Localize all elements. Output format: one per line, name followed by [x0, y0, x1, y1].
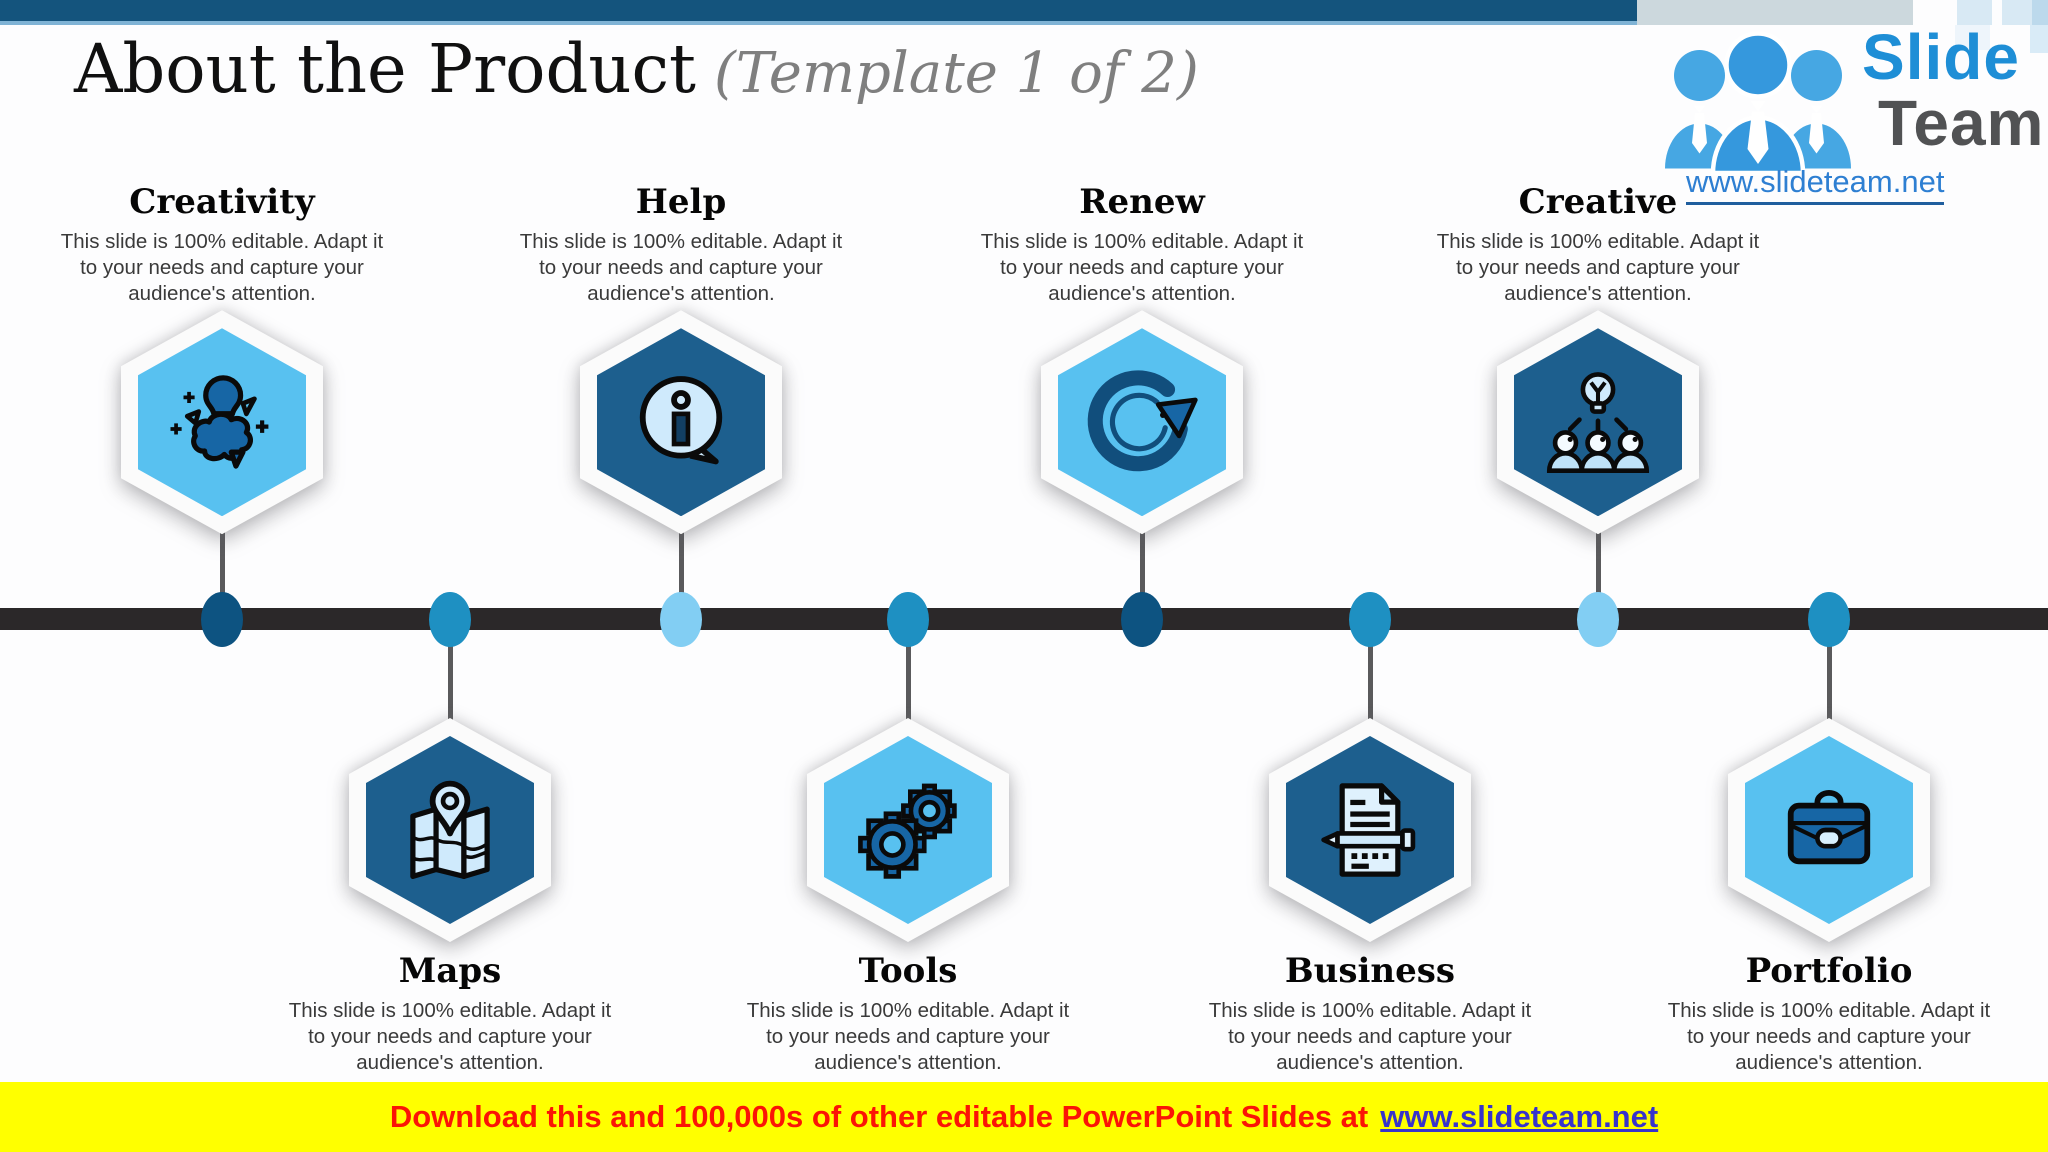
item-description: This slide is 100% editable. Adapt it to… — [288, 999, 612, 1075]
hexagon-frame — [1269, 718, 1471, 942]
item-title: Tools — [858, 951, 958, 991]
hexagon-frame — [1728, 718, 1930, 942]
item-description: This slide is 100% editable. Adapt it to… — [746, 999, 1070, 1075]
connector-line — [906, 628, 911, 736]
item-title: Renew — [1079, 182, 1205, 222]
item-description: This slide is 100% editable. Adapt it to… — [1208, 999, 1532, 1075]
timeline-dot — [660, 592, 702, 647]
connector-line — [448, 628, 453, 736]
timeline-item-tools: Tools This slide is 100% editable. Adapt… — [728, 718, 1088, 1076]
info-bubble-icon — [639, 376, 723, 465]
item-title: Creativity — [129, 182, 315, 222]
logo-word-slide: Slide — [1862, 21, 2020, 93]
timeline-item-maps: Maps This slide is 100% editable. Adapt … — [270, 718, 630, 1076]
top-strip-segment — [2032, 0, 2048, 25]
timeline-dot — [887, 592, 929, 647]
page-title: About the Product (Template 1 of 2) — [74, 30, 1199, 108]
hexagon-frame — [349, 718, 551, 942]
refresh-arrow-icon — [1087, 370, 1198, 472]
hexagon-frame — [1041, 310, 1243, 535]
item-title: Creative — [1518, 182, 1678, 222]
connector-line — [1827, 628, 1832, 736]
item-description: This slide is 100% editable. Adapt it to… — [980, 230, 1304, 306]
title-subtitle: (Template 1 of 2) — [713, 41, 1199, 106]
gears-icon — [858, 783, 957, 879]
timeline-item-creative: Creative This slide is 100% editable. Ad… — [1418, 182, 1778, 535]
footer-text: Download this and 100,000s of other edit… — [389, 1099, 1369, 1134]
timeline-item-help: Help This slide is 100% editable. Adapt … — [501, 182, 861, 535]
connector-line — [1368, 628, 1373, 736]
timeline-item-business: Business This slide is 100% editable. Ad… — [1190, 718, 1550, 1076]
item-title: Maps — [398, 951, 502, 991]
map-pin-icon — [410, 780, 490, 880]
connector-line — [220, 515, 225, 615]
hexagon-frame — [580, 310, 782, 535]
briefcase-icon — [1787, 790, 1871, 865]
item-description: This slide is 100% editable. Adapt it to… — [519, 230, 843, 306]
top-strip-segment — [2002, 0, 2032, 25]
top-strip-segment — [2030, 25, 2048, 53]
item-description: This slide is 100% editable. Adapt it to… — [60, 230, 384, 306]
connector-line — [679, 515, 684, 615]
footer-banner: Download this and 100,000s of other edit… — [0, 1082, 2048, 1152]
connector-line — [1596, 515, 1601, 615]
timeline-dot — [201, 592, 243, 647]
item-description: This slide is 100% editable. Adapt it to… — [1436, 230, 1760, 306]
document-pencil-icon — [1321, 783, 1416, 877]
item-title: Help — [635, 182, 727, 222]
bulb-team-icon — [1546, 372, 1650, 474]
timeline-dot — [1808, 592, 1850, 647]
timeline-item-renew: Renew This slide is 100% editable. Adapt… — [962, 182, 1322, 535]
idea-brain-icon — [170, 375, 269, 469]
timeline-dot — [1577, 592, 1619, 647]
hexagon-frame — [1497, 310, 1699, 535]
footer-url-link[interactable]: www.slideteam.net — [1380, 1099, 1659, 1134]
top-strip-segment — [1955, 25, 1990, 50]
top-accent-underline — [0, 21, 1637, 25]
logo-url-link[interactable]: www.slideteam.net — [1686, 164, 1945, 205]
item-description: This slide is 100% editable. Adapt it to… — [1667, 999, 1991, 1075]
timeline-dot — [429, 592, 471, 647]
timeline-dot — [1121, 592, 1163, 647]
timeline-item-creativity: Creativity This slide is 100% editable. … — [42, 182, 402, 535]
top-strip-segment — [1637, 0, 1913, 25]
timeline-bar — [0, 608, 2048, 630]
connector-line — [1140, 515, 1145, 615]
logo-word-team: Team — [1878, 87, 2045, 159]
hexagon-frame — [121, 310, 323, 535]
top-strip-segment — [1957, 0, 1992, 25]
hexagon-frame — [807, 718, 1009, 942]
item-title: Business — [1284, 951, 1456, 991]
item-title: Portfolio — [1745, 951, 1913, 991]
slideteam-logo[interactable]: Slide Team www.slideteam.net — [1650, 18, 2043, 208]
timeline-dot — [1349, 592, 1391, 647]
top-accent-bar — [0, 0, 1637, 21]
timeline-item-portfolio: Portfolio This slide is 100% editable. A… — [1649, 718, 2009, 1076]
people-logo-icon — [1665, 31, 1851, 176]
title-text: About the Product — [74, 30, 696, 108]
